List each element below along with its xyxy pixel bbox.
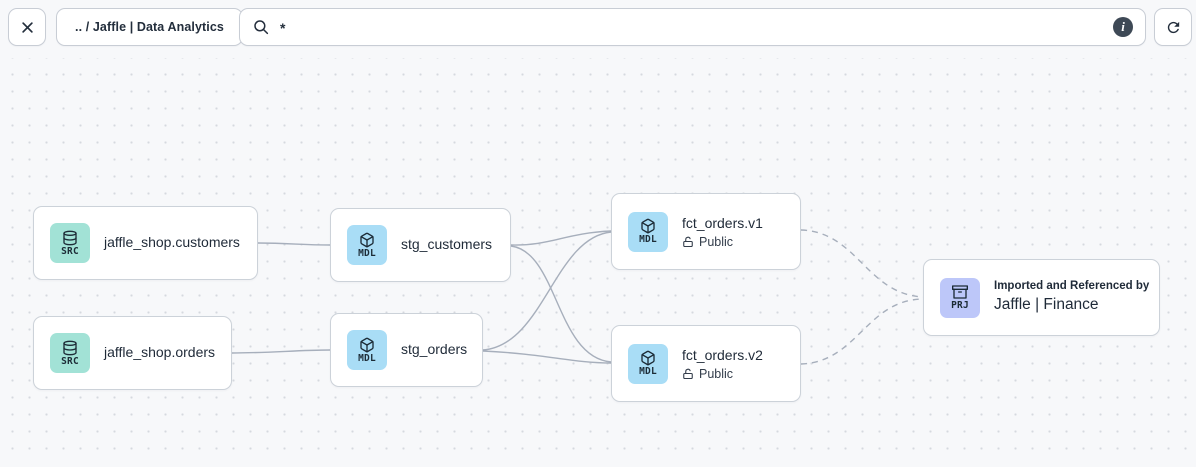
database-icon [63, 340, 77, 356]
info-icon[interactable]: i [1113, 17, 1133, 37]
node-label: stg_customers [401, 236, 493, 253]
badge-type-label: PRJ [951, 300, 969, 312]
model-badge: MDL [347, 330, 387, 370]
node-stg-orders[interactable]: MDL stg_orders [330, 313, 483, 387]
breadcrumb-label: .. / Jaffle | Data Analytics [75, 20, 224, 34]
cube-icon [360, 337, 374, 353]
cube-icon [641, 350, 655, 366]
project-badge: PRJ [940, 277, 980, 318]
close-icon [21, 21, 33, 33]
node-label: fct_orders.v1 [682, 215, 763, 231]
close-button[interactable] [8, 8, 46, 46]
search-icon [254, 20, 269, 35]
node-label: jaffle_shop.customers [104, 234, 240, 251]
cube-icon [360, 232, 374, 248]
node-label: Jaffle | Finance [994, 296, 1099, 314]
access-label: Public [699, 234, 734, 249]
search-box[interactable]: i [239, 8, 1146, 46]
unlock-icon [683, 236, 693, 247]
node-fct-orders-v2[interactable]: MDL fct_orders.v2 Public [611, 325, 801, 402]
archive-icon [952, 285, 968, 299]
node-fct-orders-v1[interactable]: MDL fct_orders.v1 Public [611, 193, 801, 270]
node-label: fct_orders.v2 [682, 347, 763, 363]
search-input[interactable] [280, 18, 1103, 36]
badge-type-label: MDL [358, 352, 376, 364]
model-badge: MDL [628, 343, 668, 384]
database-icon [63, 230, 77, 246]
refresh-icon [1167, 21, 1179, 33]
refresh-button[interactable] [1154, 8, 1192, 46]
source-badge: SRC [50, 333, 90, 373]
access-row: Public [682, 366, 763, 381]
node-src-jaffle-shop-customers[interactable]: SRC jaffle_shop.customers [33, 206, 258, 280]
access-row: Public [682, 234, 763, 249]
node-stg-customers[interactable]: MDL stg_customers [330, 208, 511, 282]
model-badge: MDL [347, 225, 387, 265]
node-label: jaffle_shop.orders [104, 344, 216, 361]
node-project-jaffle-finance[interactable]: PRJ Imported and Referenced by Jaffle | … [923, 259, 1160, 336]
node-caption: Imported and Referenced by [994, 280, 1150, 293]
node-label: stg_orders [401, 341, 468, 358]
badge-type-label: MDL [358, 247, 376, 259]
badge-type-label: MDL [639, 234, 657, 246]
unlock-icon [683, 368, 693, 379]
node-src-jaffle-shop-orders[interactable]: SRC jaffle_shop.orders [33, 316, 232, 390]
badge-type-label: SRC [61, 355, 79, 367]
source-badge: SRC [50, 223, 90, 263]
cube-icon [641, 218, 655, 234]
model-badge: MDL [628, 211, 668, 252]
access-label: Public [699, 366, 734, 381]
breadcrumb[interactable]: .. / Jaffle | Data Analytics [56, 8, 243, 46]
badge-type-label: MDL [639, 366, 657, 378]
badge-type-label: SRC [61, 245, 79, 257]
